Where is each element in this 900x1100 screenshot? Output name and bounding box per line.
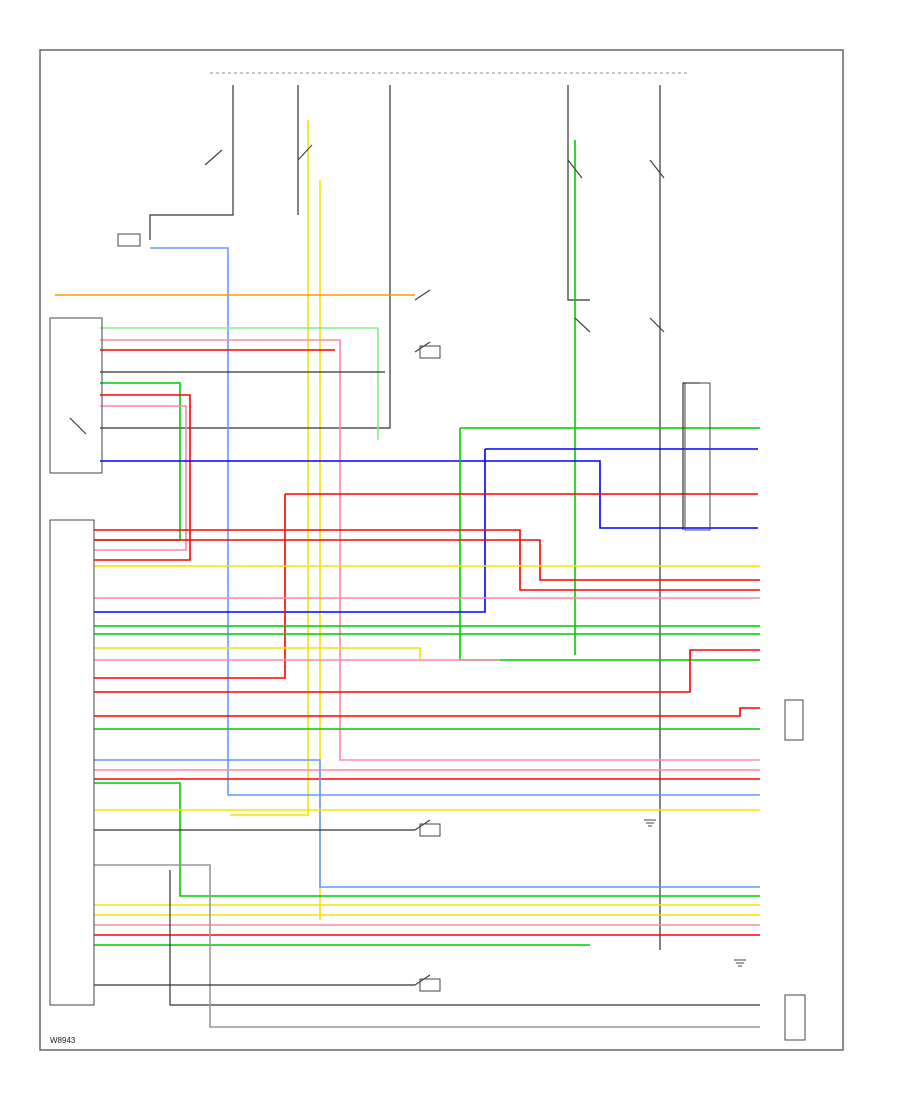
switch-symbol-2 [567,159,583,179]
ground-symbol-0 [734,959,746,967]
reference-code: W8943 [50,1036,76,1045]
wire-20 [94,493,758,679]
combination-switch-block [49,317,103,474]
ecu-connector-block [49,519,95,1006]
wire-34 [94,759,760,888]
wire-8 [150,247,760,796]
wire-10 [100,327,379,440]
wire-43 [169,870,760,1006]
switch-symbol-10 [69,417,87,435]
diagram-frame [39,49,844,1051]
wire-19 [94,448,758,613]
wire-30 [94,707,760,717]
switch-symbol-8 [574,317,591,333]
wire-group [55,85,760,1028]
wire-15 [94,394,191,561]
switch-symbol-3 [649,159,665,179]
wire-22 [94,539,760,581]
switch-symbol-0 [204,149,223,166]
wire-27 [94,647,421,660]
switch-symbol-7 [414,974,431,986]
wire-46 [682,382,700,530]
symbol-group [69,144,746,992]
wire-16 [94,405,187,551]
ground-symbol-1 [644,819,656,827]
wire-0 [149,85,234,240]
relay-symbol-2 [419,978,441,992]
relay-symbol-0 [117,233,141,247]
wire-44 [94,864,760,1028]
switch-symbol-1 [297,144,313,161]
lower-right-ground-module [784,994,806,1041]
wire-5 [567,85,590,301]
wire-35 [94,782,760,897]
right-side-connector [684,382,711,531]
wire-11 [100,339,760,761]
component-group [49,317,806,1041]
switch-symbol-9 [649,317,665,333]
switch-symbol-4 [414,289,431,301]
relay-symbol-1 [419,823,441,837]
switch-symbol-6 [414,819,431,831]
switch-symbol-5 [414,341,431,353]
mid-right-sensor-module [784,699,804,741]
wire-4 [100,85,391,429]
wire-21 [94,529,760,591]
wire-2 [230,120,309,816]
wire-29 [94,649,760,693]
relay-symbol-3 [419,345,441,359]
